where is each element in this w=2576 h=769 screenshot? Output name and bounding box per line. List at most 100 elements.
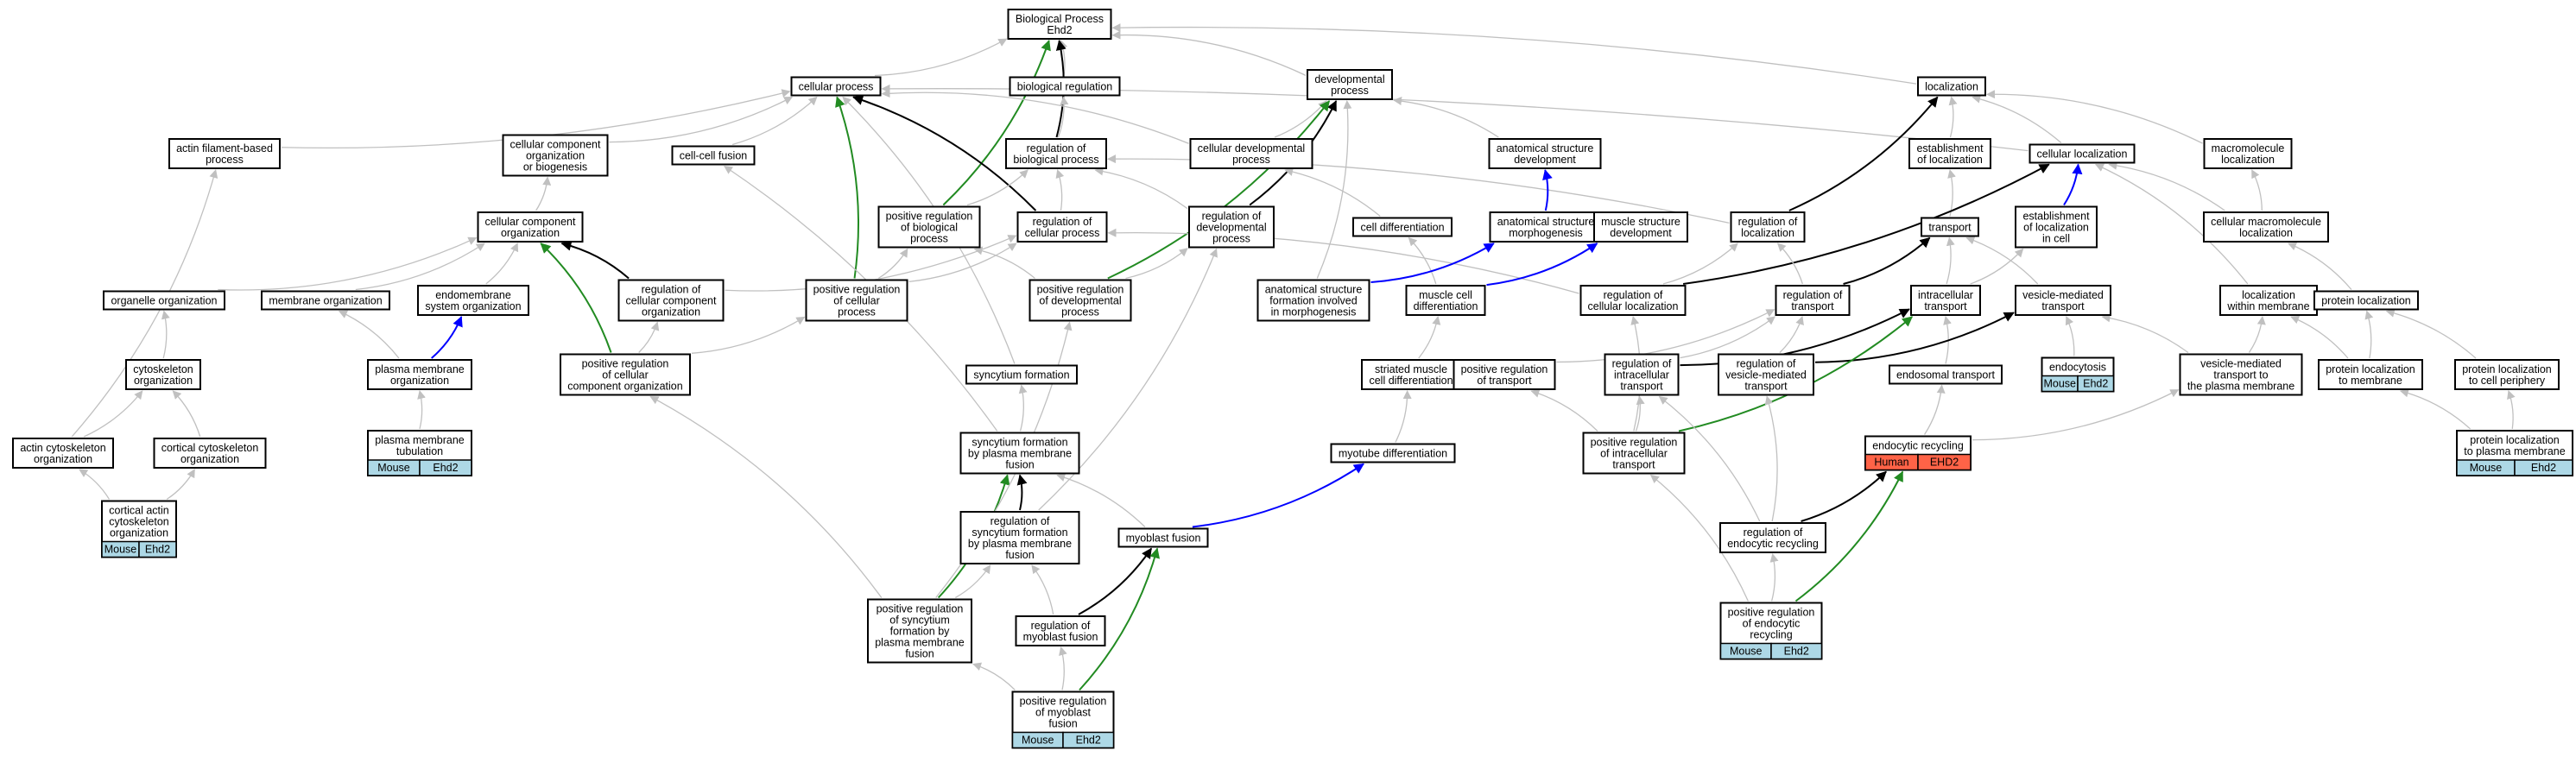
- node-box: [2015, 205, 2098, 249]
- node-label: establishment: [2022, 211, 2090, 223]
- node-label: transport: [1928, 222, 1972, 234]
- node-label: the plasma membrane: [2187, 381, 2294, 393]
- blue-relation-edge: [1192, 463, 1364, 528]
- go-term-node[interactable]: protein localization: [2313, 290, 2419, 311]
- node-box: [1579, 285, 1687, 316]
- go-term-node[interactable]: cell-cell fusion: [671, 145, 756, 166]
- node-label: syncytium formation: [973, 369, 1069, 381]
- go-term-node[interactable]: cellular process: [790, 76, 882, 97]
- gene-badge: [1062, 731, 1115, 749]
- node-label: process: [1212, 233, 1250, 245]
- gray-relation-edge: [1057, 96, 1069, 138]
- node-label: cytoskeleton: [109, 516, 169, 528]
- gray-relation-edge: [2094, 163, 2249, 285]
- go-term-node[interactable]: localization: [1917, 76, 1986, 97]
- node-label: cellular component: [510, 139, 601, 151]
- gene-label: Ehd2: [145, 544, 170, 556]
- node-label: plasma membrane: [375, 434, 465, 446]
- go-term-node[interactable]: syncytium formation: [965, 364, 1078, 385]
- go-term-node[interactable]: myoblast fusion: [1117, 527, 1209, 548]
- node-label: of developmental: [1039, 295, 1121, 307]
- node-box: [1730, 211, 1806, 243]
- node-label: transport to: [2213, 369, 2268, 381]
- node-box: [959, 511, 1080, 564]
- go-term-node[interactable]: endosomal transport: [1889, 364, 2003, 385]
- node-label: anatomical structure: [1497, 216, 1595, 228]
- node-label: vesicle-mediated: [2200, 358, 2282, 370]
- go-term-node[interactable]: membrane organization: [261, 290, 390, 311]
- go-term-node[interactable]: organelle organization: [103, 290, 225, 311]
- gray-relation-edge: [972, 662, 1016, 690]
- go-term-node[interactable]: transport: [1921, 217, 1979, 237]
- go-term-node[interactable]: myotube differentiation: [1330, 443, 1456, 463]
- node-label: organization: [501, 227, 560, 239]
- go-term-node[interactable]: cellular localization: [2029, 143, 2136, 164]
- node-box: [2203, 211, 2329, 243]
- go-term-node[interactable]: cell differentiation: [1352, 217, 1453, 237]
- gray-relation-edge: [2364, 310, 2374, 359]
- gray-relation-edge: [166, 469, 195, 501]
- node-label: localization: [2221, 154, 2275, 166]
- node-box: [671, 145, 756, 166]
- go-term-node[interactable]: biological regulation: [1009, 76, 1121, 97]
- node-label: organization: [34, 453, 92, 465]
- go-term-node[interactable]: cortical actincytoskeletonorganizationMo…: [101, 500, 177, 558]
- node-label: positive regulation: [1020, 696, 1107, 708]
- node-label: development: [1514, 154, 1576, 166]
- node-label: cytoskeleton: [133, 363, 193, 375]
